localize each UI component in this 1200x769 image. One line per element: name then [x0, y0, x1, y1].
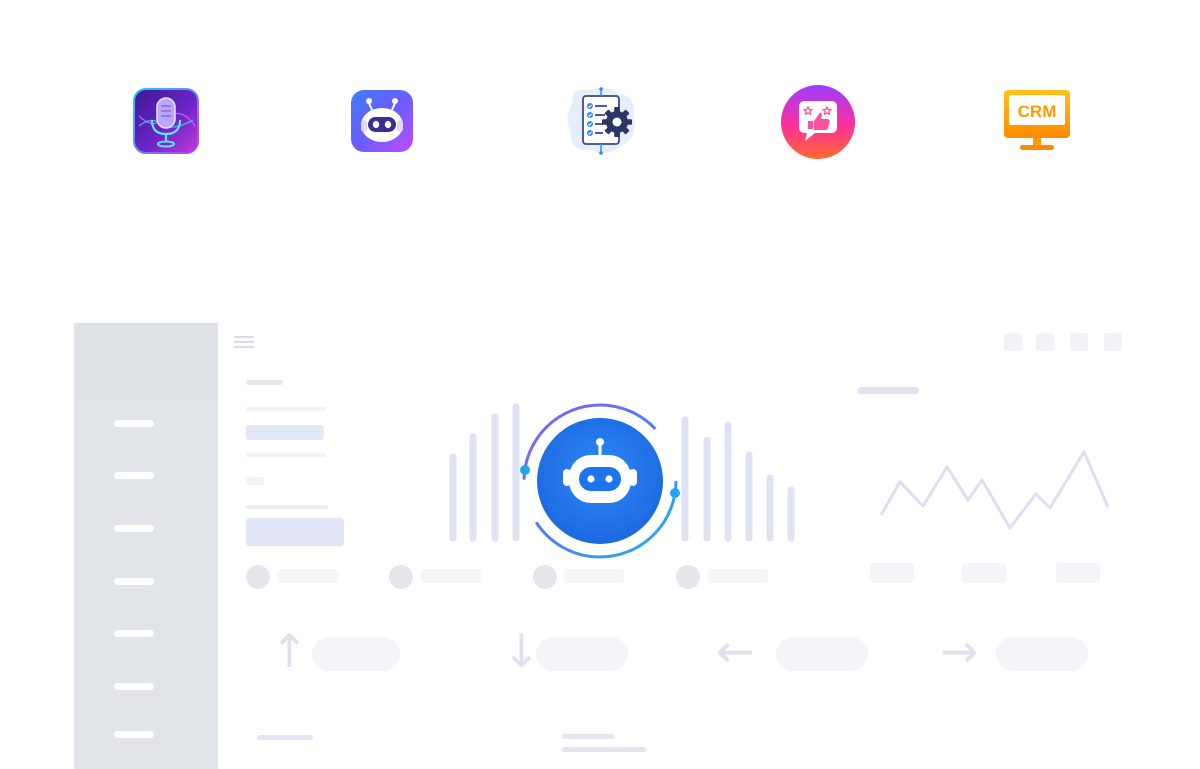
- text-line: [246, 407, 326, 411]
- arrow-right-icon: →: [940, 624, 979, 678]
- stat-pill: [996, 637, 1088, 671]
- sidebar-item-3: [114, 525, 154, 532]
- chart-axis-label: [962, 563, 1006, 583]
- sidebar-item-2: [114, 472, 154, 479]
- sidebar-item-1: [114, 420, 154, 427]
- sidebar: [74, 323, 218, 769]
- stat-dot: [246, 565, 270, 589]
- chart-title-line: [858, 387, 919, 394]
- text-line: [562, 734, 614, 739]
- stat-dot: [676, 565, 700, 589]
- crm-monitor-icon[interactable]: CRM: [1000, 84, 1074, 158]
- toolbar-icon: [1004, 333, 1022, 351]
- sidebar-item-5: [114, 630, 154, 637]
- stat-dot: [533, 565, 557, 589]
- text-line: [246, 477, 264, 485]
- stat-label: [564, 569, 624, 583]
- toolbar-icon: [1104, 333, 1122, 351]
- feedback-thumbs-up-icon[interactable]: [779, 83, 857, 161]
- stat-pill: [312, 637, 400, 671]
- dashboard-illustration: ↑ ↓ ← →: [74, 323, 1140, 769]
- chatbot-robot-icon[interactable]: [347, 86, 417, 156]
- text-block: [246, 425, 324, 440]
- text-line: [257, 735, 313, 740]
- sidebar-header: [74, 323, 218, 401]
- sidebar-item-6: [114, 683, 154, 690]
- stat-dot: [389, 565, 413, 589]
- voice-microphone-icon[interactable]: [131, 86, 201, 156]
- arrow-up-icon: ↑: [270, 624, 309, 678]
- arrow-down-icon: ↓: [502, 624, 541, 678]
- chart-axis-label: [1056, 563, 1100, 583]
- stat-label: [421, 569, 481, 583]
- sidebar-item-4: [114, 578, 154, 585]
- arrow-left-icon: ←: [716, 624, 755, 678]
- text-line: [562, 747, 646, 752]
- stat-pill: [536, 637, 628, 671]
- feature-icon-row: CRM: [0, 0, 1200, 200]
- toolbar-icon: [1070, 333, 1088, 351]
- stat-pill: [776, 637, 868, 671]
- menu-icon: [234, 336, 254, 349]
- stat-label: [708, 569, 768, 583]
- chart-axis-label: [870, 563, 914, 583]
- sidebar-item-7: [114, 731, 154, 738]
- text-line: [246, 453, 326, 457]
- text-block: [246, 518, 344, 546]
- ai-robot-icon[interactable]: [510, 400, 690, 562]
- crm-label: CRM: [1018, 102, 1057, 121]
- stat-label: [278, 569, 338, 583]
- text-line: [246, 380, 283, 385]
- toolbar-icon: [1036, 333, 1054, 351]
- text-line: [246, 505, 328, 509]
- task-checklist-settings-icon[interactable]: [563, 82, 639, 158]
